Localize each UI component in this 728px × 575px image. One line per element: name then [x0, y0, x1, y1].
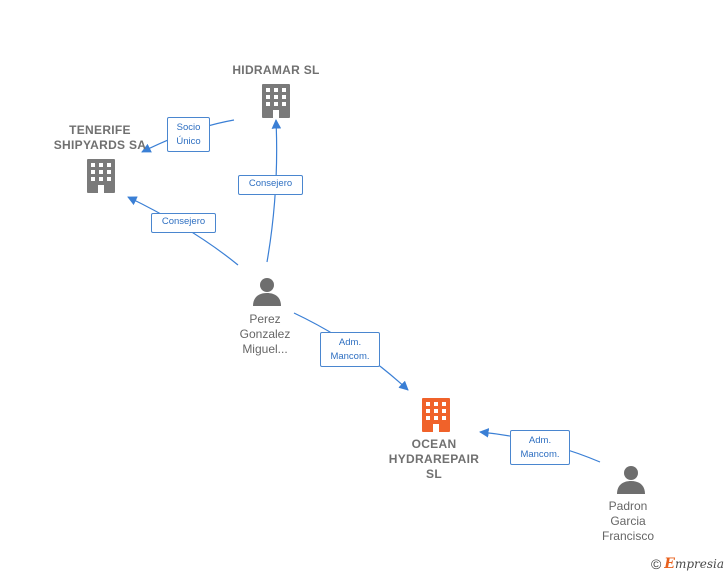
node-label-padron[interactable]: Padron Garcia Francisco — [601, 499, 654, 543]
edge-label-consejero-hidramar: Consejero — [238, 175, 303, 195]
person-icon[interactable] — [617, 466, 645, 494]
building-icon[interactable] — [262, 84, 290, 118]
copyright-icon: © — [650, 556, 662, 572]
node-label-hidramar[interactable]: HIDRAMAR SL — [232, 63, 320, 77]
building-icon-focus[interactable] — [422, 398, 450, 432]
edge-label-consejero-tenerife: Consejero — [151, 213, 216, 233]
node-label-tenerife[interactable]: TENERIFE SHIPYARDS SA — [53, 123, 147, 152]
node-label-perez[interactable]: Perez Gonzalez Miguel... — [239, 312, 291, 356]
footer-brand: © Empresia — [651, 556, 724, 572]
edge-label-socio-unico: Socio Único — [167, 117, 210, 152]
edge-label-adm-perez: Adm. Mancom. — [320, 332, 380, 367]
building-icon[interactable] — [87, 159, 115, 193]
edge-label-adm-padron: Adm. Mancom. — [510, 430, 570, 465]
empresia-logo[interactable]: Empresia — [664, 556, 724, 572]
node-label-ocean[interactable]: OCEAN HYDRAREPAIR SL — [388, 437, 480, 481]
person-icon[interactable] — [253, 278, 281, 306]
